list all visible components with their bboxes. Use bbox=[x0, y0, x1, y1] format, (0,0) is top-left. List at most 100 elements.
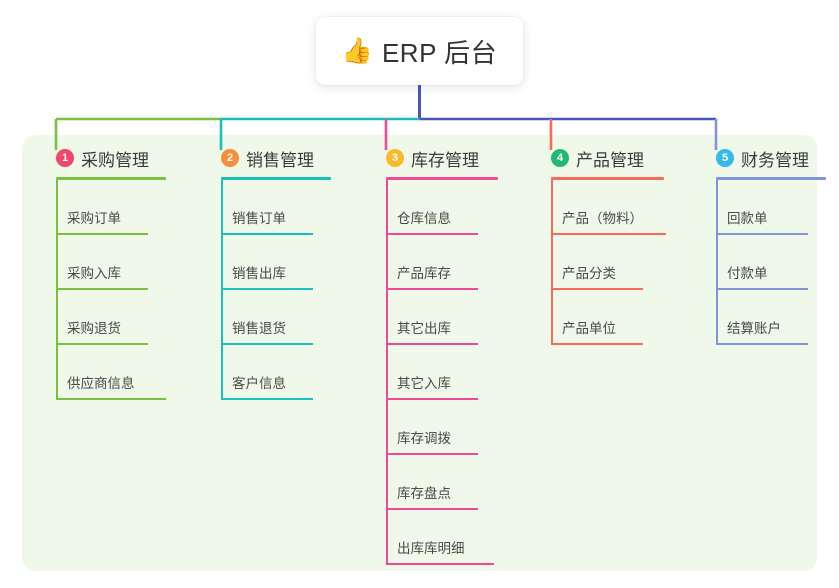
column-rule bbox=[551, 177, 664, 180]
leaf-item-underline bbox=[56, 233, 148, 235]
leaf-item-underline bbox=[56, 398, 166, 400]
column-header-3[interactable]: 3 库存管理 bbox=[368, 145, 528, 171]
leaf-item[interactable]: 销售出库 bbox=[203, 235, 358, 290]
leaf-item[interactable]: 采购订单 bbox=[38, 180, 193, 235]
leaf-item-underline bbox=[386, 453, 478, 455]
leaf-item-underline bbox=[551, 343, 643, 345]
column-spine bbox=[386, 180, 388, 565]
column-title: 产品管理 bbox=[576, 150, 644, 170]
column-number-badge: 1 bbox=[56, 149, 74, 167]
leaf-item-label: 产品分类 bbox=[562, 266, 616, 281]
leaf-item[interactable]: 结算账户 bbox=[698, 290, 818, 345]
leaf-item-underline bbox=[386, 508, 478, 510]
column-title: 库存管理 bbox=[411, 150, 479, 170]
column-number-badge: 2 bbox=[221, 149, 239, 167]
column-header-1[interactable]: 1 采购管理 bbox=[38, 145, 193, 171]
leaf-item[interactable]: 其它入库 bbox=[368, 345, 528, 400]
leaf-item-underline bbox=[56, 343, 148, 345]
leaf-item[interactable]: 产品分类 bbox=[533, 235, 698, 290]
leaf-item[interactable]: 采购退货 bbox=[38, 290, 193, 345]
leaf-item-label: 采购入库 bbox=[67, 266, 121, 281]
column-5: 5 财务管理回款单付款单结算账户 bbox=[698, 145, 826, 345]
column-4: 4 产品管理产品（物料） 产品分类产品单位 bbox=[533, 145, 698, 345]
leaf-item-label: 出库库明细 bbox=[397, 541, 465, 556]
column-items: 销售订单销售出库销售退货客户信息 bbox=[203, 180, 358, 400]
leaf-item[interactable]: 产品库存 bbox=[368, 235, 528, 290]
leaf-item[interactable]: 客户信息 bbox=[203, 345, 358, 400]
leaf-item-label: 结算账户 bbox=[727, 321, 781, 336]
leaf-item[interactable]: 供应商信息 bbox=[38, 345, 193, 400]
column-header-2[interactable]: 2 销售管理 bbox=[203, 145, 358, 171]
leaf-item[interactable]: 销售退货 bbox=[203, 290, 358, 345]
leaf-item-underline bbox=[551, 233, 666, 235]
leaf-item-underline bbox=[386, 343, 478, 345]
root-node-card[interactable]: 👍 ERP 后台 bbox=[316, 17, 523, 85]
column-number-badge: 4 bbox=[551, 149, 569, 167]
column-spine bbox=[551, 180, 553, 345]
leaf-item-label: 仓库信息 bbox=[397, 211, 451, 226]
column-items: 仓库信息产品库存其它出库其它入库库存调拨库存盘点出库库明细 bbox=[368, 180, 528, 565]
leaf-item[interactable]: 出库库明细 bbox=[368, 510, 528, 565]
column-items: 产品（物料） 产品分类产品单位 bbox=[533, 180, 698, 345]
leaf-item-underline bbox=[221, 398, 313, 400]
leaf-item-underline bbox=[386, 288, 478, 290]
leaf-item-label: 其它出库 bbox=[397, 321, 451, 336]
leaf-item-label: 库存盘点 bbox=[397, 486, 451, 501]
column-number-badge: 3 bbox=[386, 149, 404, 167]
column-rule bbox=[56, 177, 166, 180]
column-items: 回款单付款单结算账户 bbox=[698, 180, 818, 345]
column-3: 3 库存管理仓库信息产品库存其它出库其它入库库存调拨库存盘点出库库明细 bbox=[368, 145, 528, 565]
leaf-item-label: 采购退货 bbox=[67, 321, 121, 336]
leaf-item-underline bbox=[716, 343, 808, 345]
column-2: 2 销售管理销售订单销售出库销售退货客户信息 bbox=[203, 145, 358, 400]
diagram-panel bbox=[22, 135, 817, 571]
column-header-5[interactable]: 5 财务管理 bbox=[698, 145, 818, 171]
column-spine bbox=[56, 180, 58, 400]
leaf-item[interactable]: 仓库信息 bbox=[368, 180, 528, 235]
leaf-item-underline bbox=[221, 343, 313, 345]
leaf-item-label: 库存调拨 bbox=[397, 431, 451, 446]
column-1: 1 采购管理采购订单采购入库采购退货供应商信息 bbox=[38, 145, 193, 400]
leaf-item-label: 销售退货 bbox=[232, 321, 286, 336]
leaf-item[interactable]: 付款单 bbox=[698, 235, 818, 290]
leaf-item-underline bbox=[386, 398, 478, 400]
column-title: 财务管理 bbox=[741, 150, 809, 170]
column-rule bbox=[221, 177, 331, 180]
leaf-item-label: 产品单位 bbox=[562, 321, 616, 336]
column-title: 销售管理 bbox=[246, 150, 314, 170]
leaf-item-label: 供应商信息 bbox=[67, 376, 135, 391]
leaf-item[interactable]: 库存调拨 bbox=[368, 400, 528, 455]
column-spine bbox=[716, 180, 718, 345]
leaf-item[interactable]: 回款单 bbox=[698, 180, 818, 235]
leaf-item-label: 产品库存 bbox=[397, 266, 451, 281]
leaf-item-underline bbox=[716, 233, 808, 235]
column-rule bbox=[386, 177, 498, 180]
leaf-item-label: 客户信息 bbox=[232, 376, 286, 391]
leaf-item[interactable]: 库存盘点 bbox=[368, 455, 528, 510]
column-spine bbox=[221, 180, 223, 400]
leaf-item[interactable]: 采购入库 bbox=[38, 235, 193, 290]
leaf-item-label: 其它入库 bbox=[397, 376, 451, 391]
column-number-badge: 5 bbox=[716, 149, 734, 167]
column-header-4[interactable]: 4 产品管理 bbox=[533, 145, 698, 171]
leaf-item-label: 付款单 bbox=[727, 266, 768, 281]
leaf-item-underline bbox=[221, 288, 313, 290]
column-rule bbox=[716, 177, 826, 180]
column-items: 采购订单采购入库采购退货供应商信息 bbox=[38, 180, 193, 400]
leaf-item-label: 产品（物料） bbox=[562, 211, 643, 226]
leaf-item-underline bbox=[221, 233, 313, 235]
leaf-item-underline bbox=[56, 288, 148, 290]
leaf-item[interactable]: 其它出库 bbox=[368, 290, 528, 345]
thumbs-up-icon: 👍 bbox=[341, 36, 373, 65]
root-node-title: ERP 后台 bbox=[381, 37, 498, 68]
leaf-item[interactable]: 销售订单 bbox=[203, 180, 358, 235]
leaf-item-label: 销售订单 bbox=[232, 211, 286, 226]
column-title: 采购管理 bbox=[81, 150, 149, 170]
leaf-item-label: 回款单 bbox=[727, 211, 768, 226]
leaf-item-underline bbox=[716, 288, 808, 290]
leaf-item-underline bbox=[386, 563, 494, 565]
leaf-item[interactable]: 产品（物料） bbox=[533, 180, 698, 235]
leaf-item-underline bbox=[386, 233, 478, 235]
leaf-item[interactable]: 产品单位 bbox=[533, 290, 698, 345]
